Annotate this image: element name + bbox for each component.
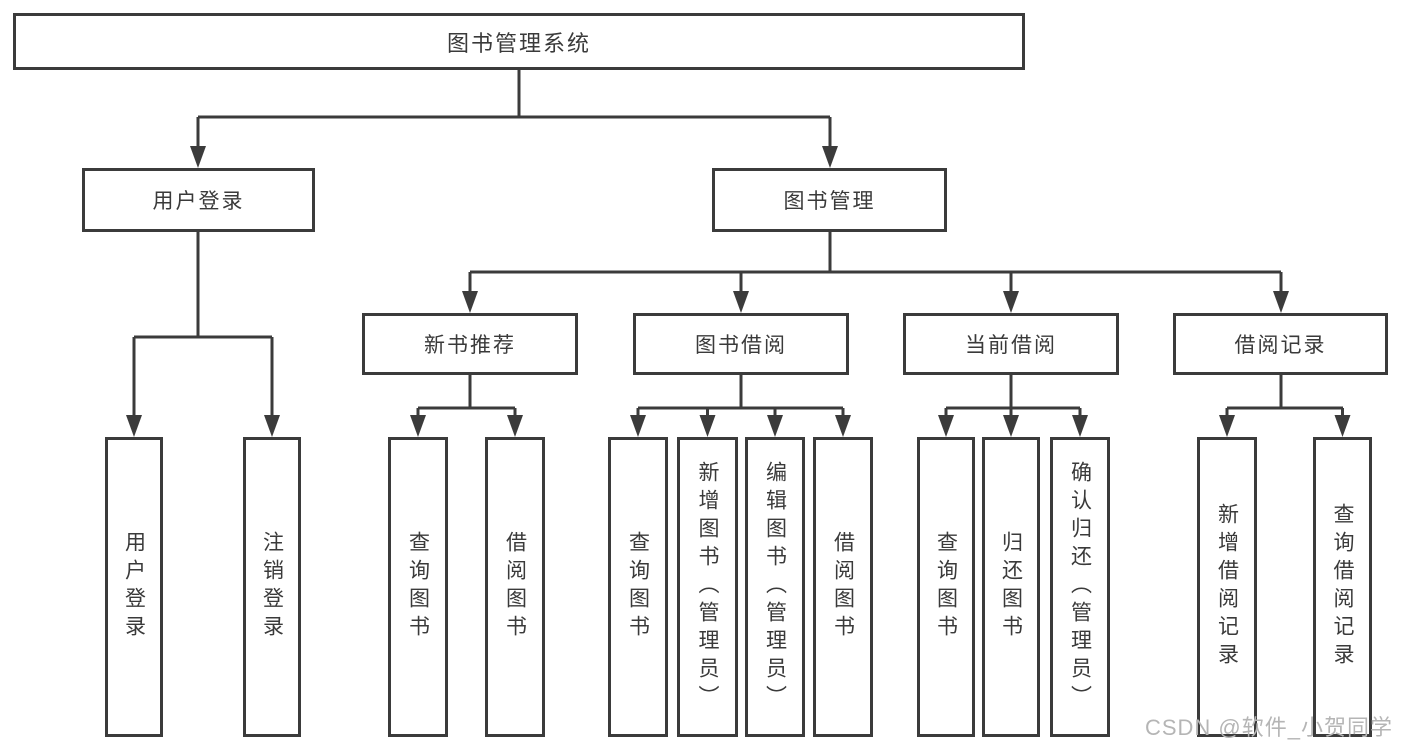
leaf-borrowing-add-book-admin: 新增图书（管理员） <box>677 437 738 737</box>
watermark: CSDN @软件_小贺同学 <box>1144 715 1393 740</box>
node-book-borrowing: 图书借阅 <box>633 313 849 375</box>
node-user-login-branch: 用户登录 <box>82 168 315 232</box>
leaf-recommend-query-book: 查询图书 <box>388 437 448 737</box>
node-borrowing-records: 借阅记录 <box>1173 313 1388 375</box>
node-new-book-recommend: 新书推荐 <box>362 313 578 375</box>
leaf-current-query-book: 查询图书 <box>917 437 975 737</box>
leaf-current-return-book: 归还图书 <box>982 437 1040 737</box>
node-book-management: 图书管理 <box>712 168 947 232</box>
arrowhead-icons <box>126 146 1351 437</box>
leaf-current-confirm-return-admin: 确认归还（管理员） <box>1050 437 1110 737</box>
leaf-logout: 注销登录 <box>243 437 301 737</box>
leaf-user-login: 用户登录 <box>105 437 163 737</box>
connector-paths <box>132 70 1344 421</box>
leaf-borrowing-borrow-book: 借阅图书 <box>813 437 873 737</box>
leaf-borrowing-edit-book-admin: 编辑图书（管理员） <box>745 437 805 737</box>
node-current-borrowing: 当前借阅 <box>903 313 1119 375</box>
leaf-records-query-record: 查询借阅记录 <box>1313 437 1372 737</box>
leaf-borrowing-query-book: 查询图书 <box>608 437 668 737</box>
leaf-records-add-record: 新增借阅记录 <box>1197 437 1257 737</box>
leaf-recommend-borrow-book: 借阅图书 <box>485 437 545 737</box>
node-library-system: 图书管理系统 <box>13 13 1025 70</box>
